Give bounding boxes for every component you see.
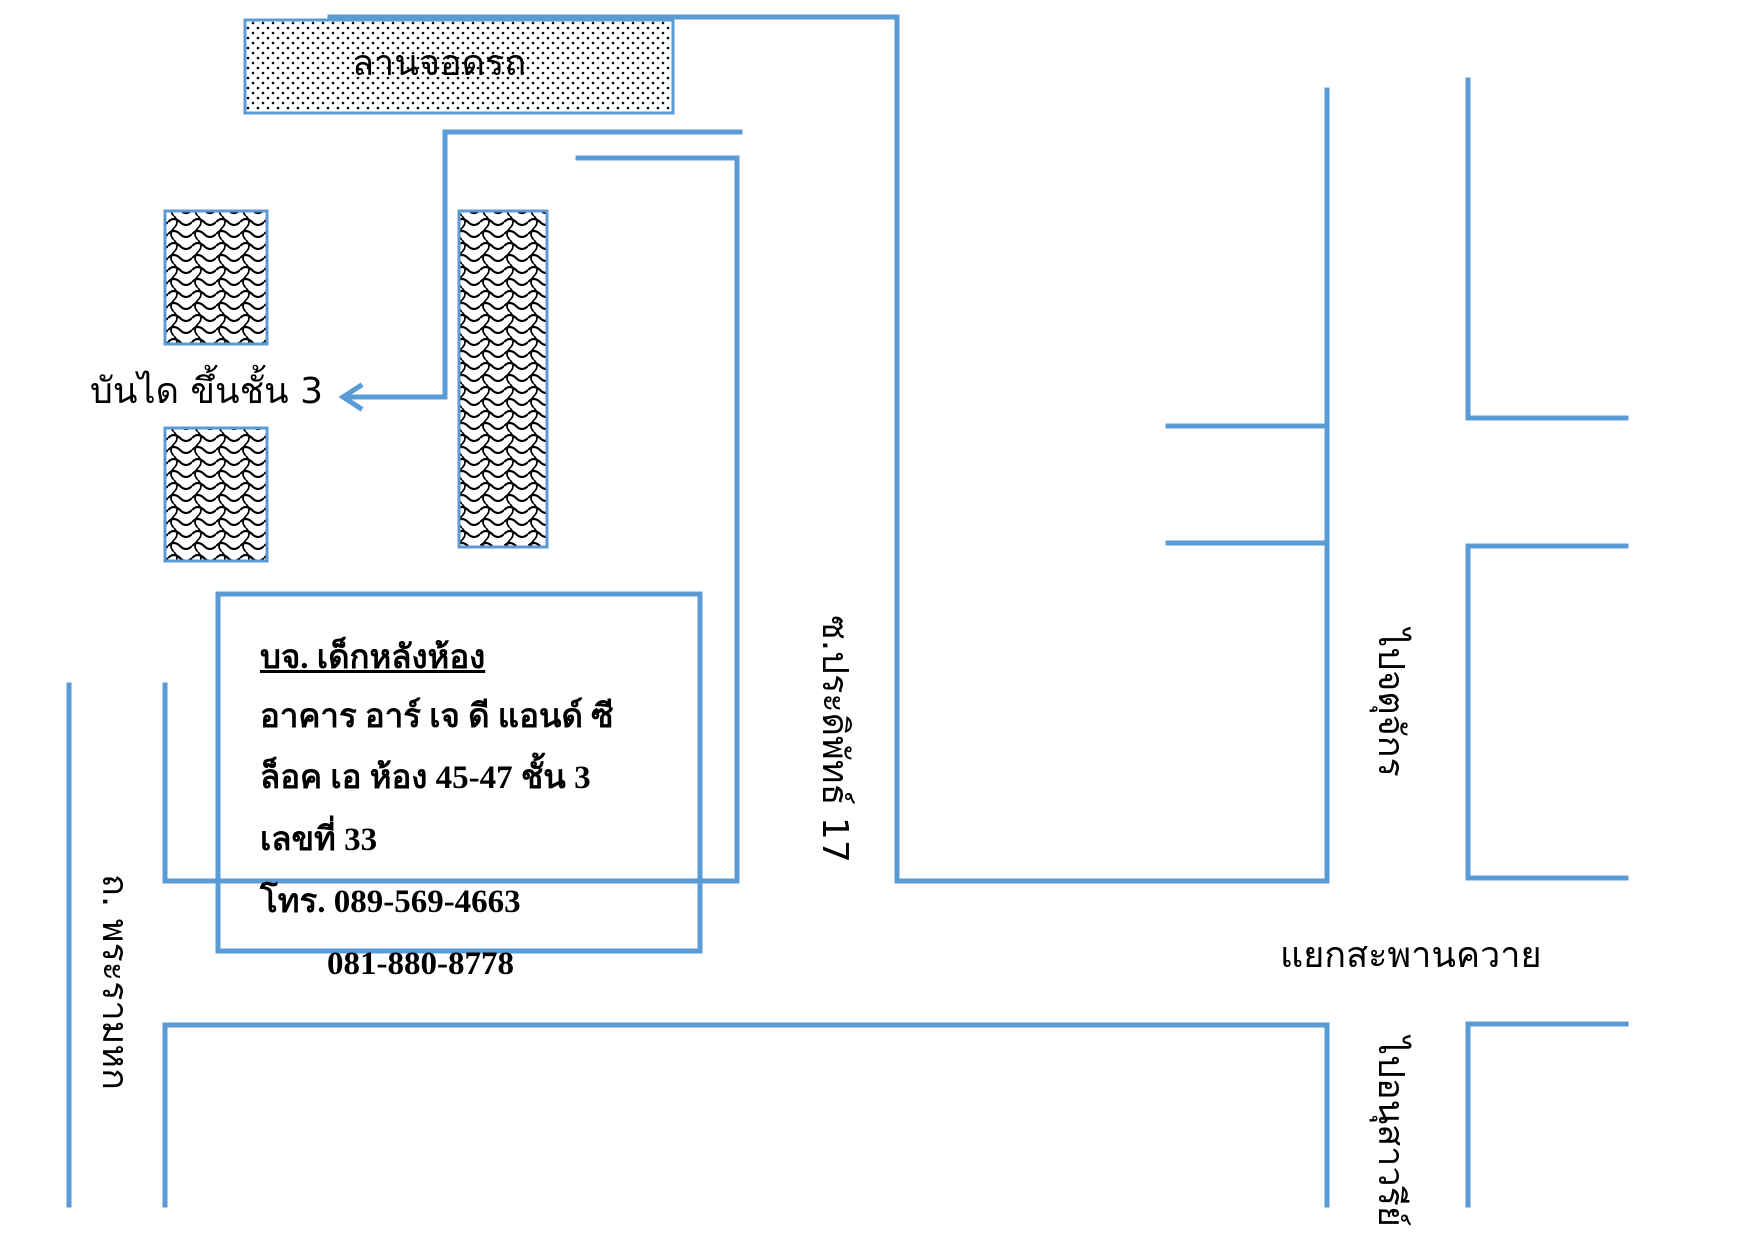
road-junction-right-middle — [1465, 543, 1629, 881]
road-left-label: ถ. พระรามหก — [94, 874, 135, 1090]
company-number: เลขที่ 33 — [260, 822, 378, 858]
road-junction-right-upper — [1465, 77, 1629, 421]
building-block-2 — [163, 426, 269, 563]
soi-label: ซ.ประดิพัทธ์ 17 — [814, 615, 855, 863]
road-inner-right — [162, 155, 740, 884]
road-junction-right-lower — [1465, 1021, 1629, 1208]
company-room: ล็อค เอ ห้อง 45-47 ชั้น 3 — [260, 760, 591, 796]
stairs-label: บันได ขึ้นชั้น 3 — [90, 371, 323, 412]
to-victory-label: ไปอนุสาวรีย์ — [1370, 1037, 1411, 1228]
junction-label: แยกสะพานควาย — [1280, 935, 1542, 976]
to-chatuchak-label: ไปจตุจักร — [1370, 629, 1411, 777]
building-block-1 — [163, 209, 269, 346]
road-main-bottom — [162, 1022, 1330, 1208]
company-name: บจ. เด็กหลังห้อง — [260, 640, 486, 676]
company-phone-1: โทร. 089-569-4663 — [260, 884, 521, 920]
company-building: อาคาร อาร์ เจ ดี แอนด์ ซี — [260, 699, 614, 735]
road-junction-left-lower — [1165, 540, 1330, 884]
parking-label: ลานจอดรถ — [352, 43, 527, 84]
address-box — [215, 591, 703, 954]
company-phone-2: 081-880-8778 — [327, 946, 514, 982]
stairs-arrow-head — [338, 382, 364, 412]
road-inner-loop — [347, 129, 743, 400]
parking-lot — [243, 18, 675, 115]
building-block-3 — [457, 209, 549, 549]
